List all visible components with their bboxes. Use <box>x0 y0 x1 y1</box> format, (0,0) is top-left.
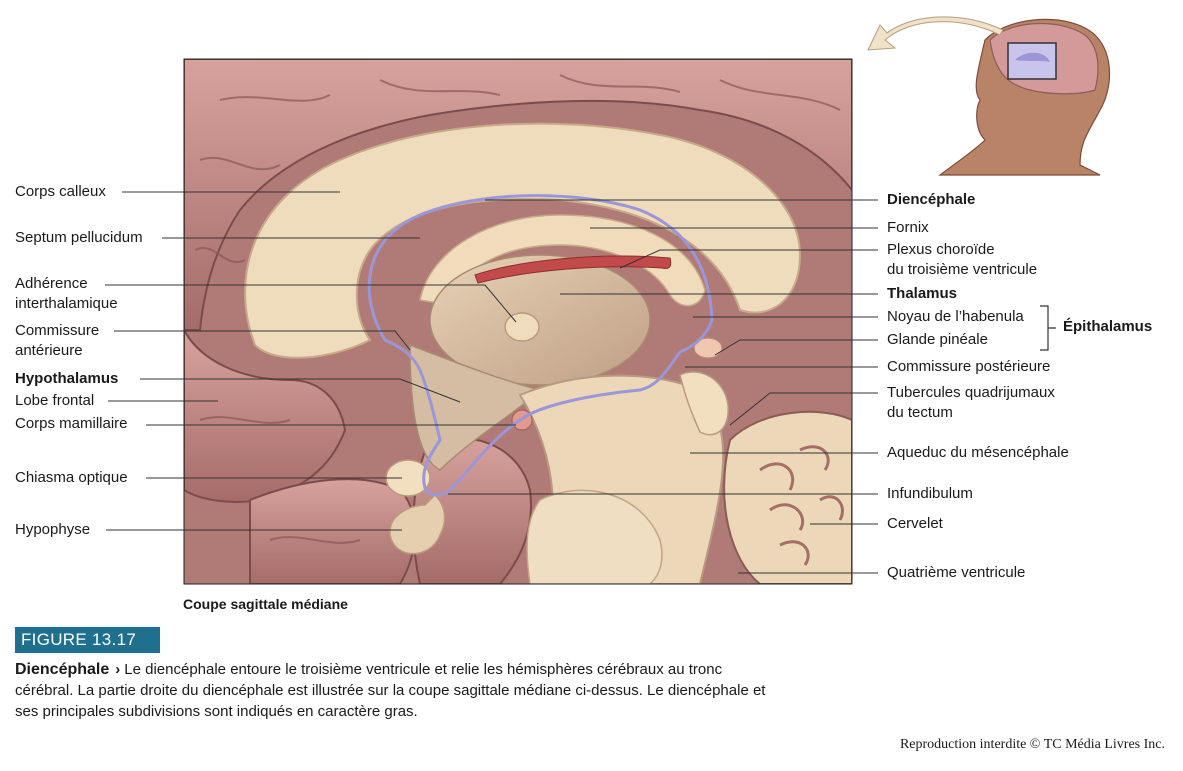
cortex-gyri <box>184 59 852 584</box>
label-septum-pellucidum: Septum pellucidum <box>15 229 143 246</box>
label-noyau-habenula: Noyau de l’habenula <box>887 308 1024 325</box>
copyright-notice: Reproduction interdite © TC Média Livres… <box>899 737 1165 752</box>
label-diencephale: Diencéphale <box>887 191 976 208</box>
label-cervelet: Cervelet <box>887 515 943 532</box>
label-quatrieme-ventricule: Quatrième ventricule <box>887 564 1026 581</box>
head-arrow-icon <box>867 16 1004 51</box>
section-title: Coupe sagittale médiane <box>183 596 348 612</box>
caption-arrow-icon: › <box>115 661 121 678</box>
label-fornix: Fornix <box>887 219 929 236</box>
pons-shape <box>526 489 663 584</box>
label-epithalamus: Épithalamus <box>1063 318 1153 335</box>
head-thumbnail <box>867 16 1111 176</box>
illustration-frame <box>183 58 853 585</box>
label-corps-mamillaire: Corps mamillaire <box>15 415 128 432</box>
sagittal-section <box>184 59 852 584</box>
fornix-shape <box>419 214 706 307</box>
corps-calleux-shape <box>244 122 802 359</box>
cervelet-shape <box>723 410 852 584</box>
label-hypothalamus: Hypothalamus <box>15 370 119 387</box>
label-glande-pineale: Glande pinéale <box>887 331 988 348</box>
epithalamus-bracket <box>1040 305 1056 351</box>
adherence-shape <box>504 312 540 342</box>
glande-pineale-shape <box>693 337 723 359</box>
thalamus-shape <box>429 254 651 386</box>
caption-title: Diencéphale <box>15 661 110 678</box>
hypophyse-shape <box>389 493 446 555</box>
diencephale-outline <box>367 194 714 497</box>
left-leader-lines <box>105 191 517 531</box>
plexus-choroide-shape <box>474 255 672 284</box>
label-thalamus: Thalamus <box>887 285 958 302</box>
label-aqueduc: Aqueduc du mésencéphale <box>887 444 1069 461</box>
figure-caption: Diencéphale ›Le diencéphale entoure le tr… <box>15 659 775 722</box>
label-corps-calleux: Corps calleux <box>15 183 106 200</box>
right-leader-lines <box>448 199 878 574</box>
label-infundibulum: Infundibulum <box>887 485 973 502</box>
label-chiasma-optique: Chiasma optique <box>15 469 128 486</box>
gyri-folds <box>194 74 841 544</box>
caption-text: Le diencéphale entoure le troisième vent… <box>15 661 766 720</box>
figure-number-badge: FIGURE 13.17 <box>15 627 160 653</box>
label-lobe-frontal: Lobe frontal <box>15 392 95 409</box>
hypothalamus-shape <box>409 343 542 471</box>
label-commissure-posterieure: Commissure postérieure <box>887 358 1051 375</box>
label-hypophyse: Hypophyse <box>15 521 91 538</box>
tectum-shape <box>679 371 729 436</box>
